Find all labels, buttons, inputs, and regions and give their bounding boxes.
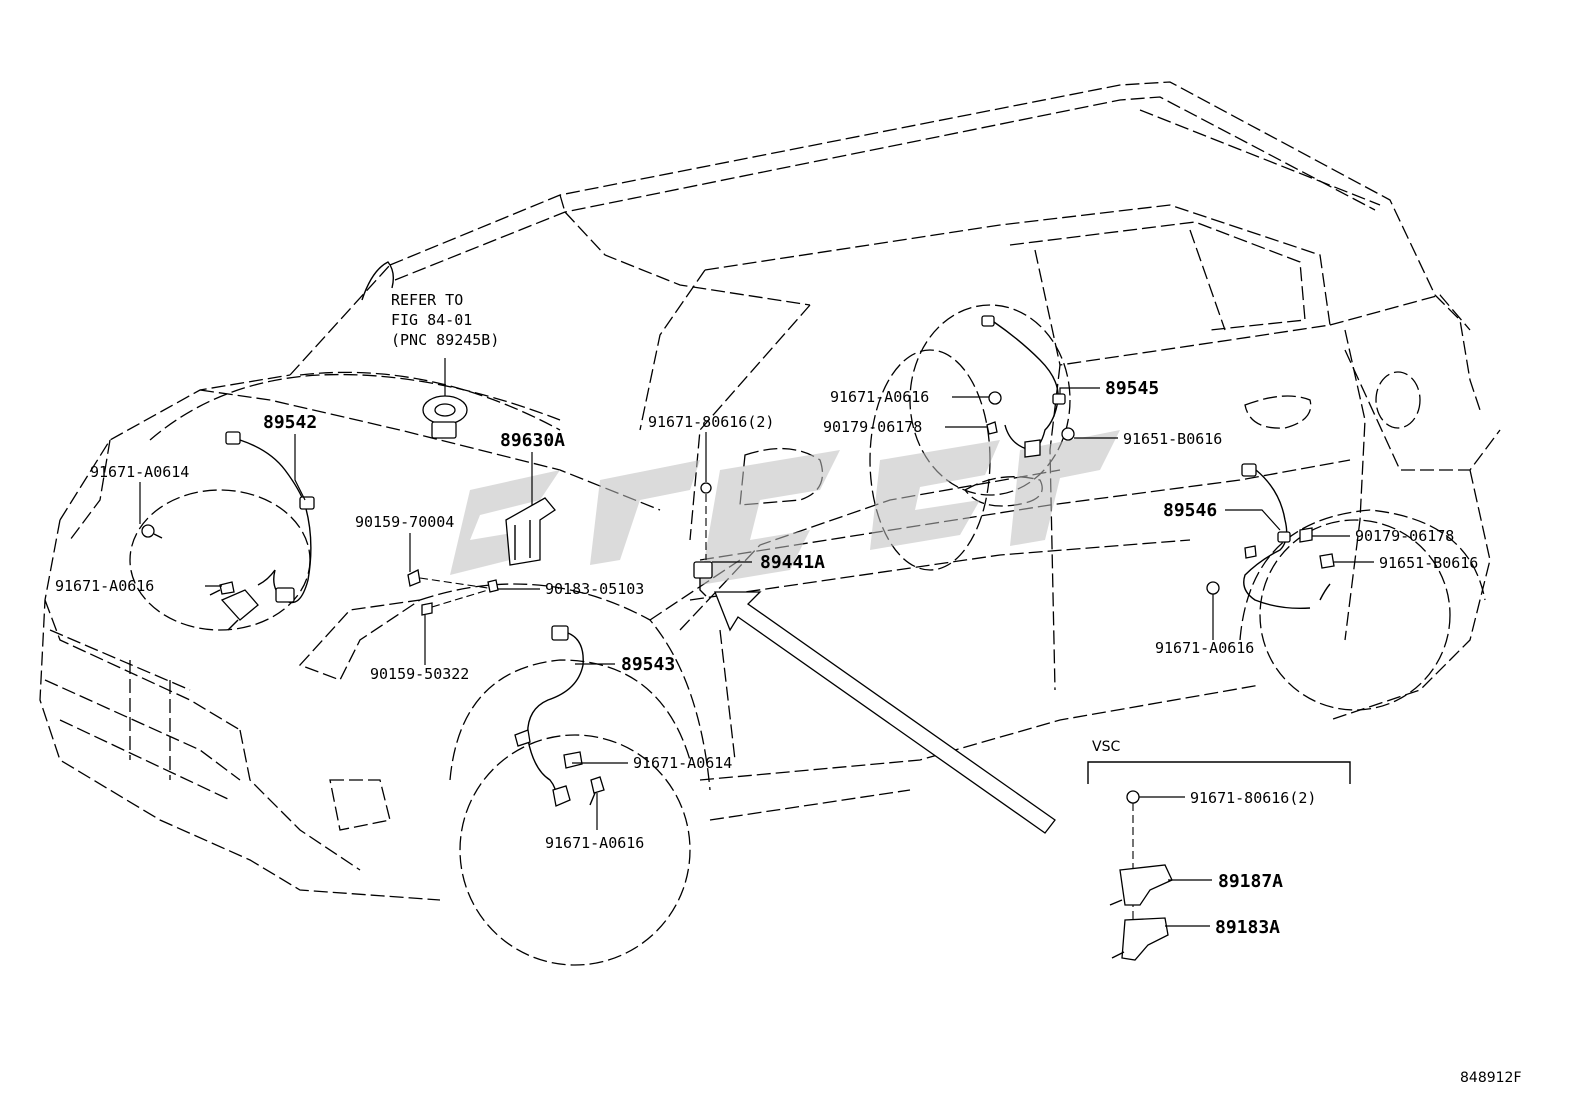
callout-labels: REFER TO FIG 84-01 (PNC 89245B) 89542 91… (55, 291, 1522, 1086)
callout-90179-06178-rear-right: 90179-06178 (1355, 527, 1454, 545)
callout-91671-a0616-rear-bottom: 91671-A0616 (1155, 639, 1254, 657)
callout-91671-80616-vsc: 91671-80616(2) (1190, 789, 1316, 807)
callout-89630a: 89630A (500, 430, 565, 451)
speed-sensor-rear-lower (1206, 463, 1335, 610)
callout-91651-b0616-rear-top: 91651-B0616 (1123, 430, 1222, 448)
callout-89441a: 89441A (760, 552, 825, 573)
refer-note-line-3: (PNC 89245B) (391, 331, 499, 349)
speed-sensor-front-right (514, 625, 605, 807)
callout-90159-50322: 90159-50322 (370, 665, 469, 683)
callout-89546: 89546 (1163, 500, 1217, 521)
callout-91671-a0616-front-right: 91671-A0616 (545, 834, 644, 852)
callout-91671-a0614-front-left: 91671-A0614 (90, 463, 189, 481)
speed-sensor-front-left (141, 431, 315, 631)
yaw-sensor-part (693, 482, 1056, 834)
vsc-label: VSC (1092, 739, 1120, 755)
callout-91671-a0616-rear-top: 91671-A0616 (830, 388, 929, 406)
callout-90159-70004: 90159-70004 (355, 513, 454, 531)
callout-89543: 89543 (621, 654, 675, 675)
car-body-outline (39, 81, 1501, 966)
spiral-cable-part (422, 358, 468, 439)
speed-sensor-rear-upper (981, 315, 1075, 458)
vsc-inset (1087, 761, 1351, 961)
ecu-bracket-part (407, 497, 556, 616)
callout-89542: 89542 (263, 412, 317, 433)
callout-91651-b0616-rear-right: 91651-B0616 (1379, 554, 1478, 572)
callout-91671-a0616-front-left: 91671-A0616 (55, 577, 154, 595)
callout-91671-a0614-front-right: 91671-A0614 (633, 754, 732, 772)
figure-number: 848912F (1460, 1070, 1522, 1086)
callout-90183-05103: 90183-05103 (545, 580, 644, 598)
callout-89183a: 89183A (1215, 917, 1280, 938)
leader-lines (139, 387, 1374, 927)
callout-91671-80616-center: 91671-80616(2) (648, 413, 774, 431)
refer-note-line-2: FIG 84-01 (391, 311, 472, 329)
callout-89187a: 89187A (1218, 871, 1283, 892)
callout-90179-06178-rear-top: 90179-06178 (823, 418, 922, 436)
refer-note-line-1: REFER TO (391, 291, 463, 309)
callout-89545: 89545 (1105, 378, 1159, 399)
